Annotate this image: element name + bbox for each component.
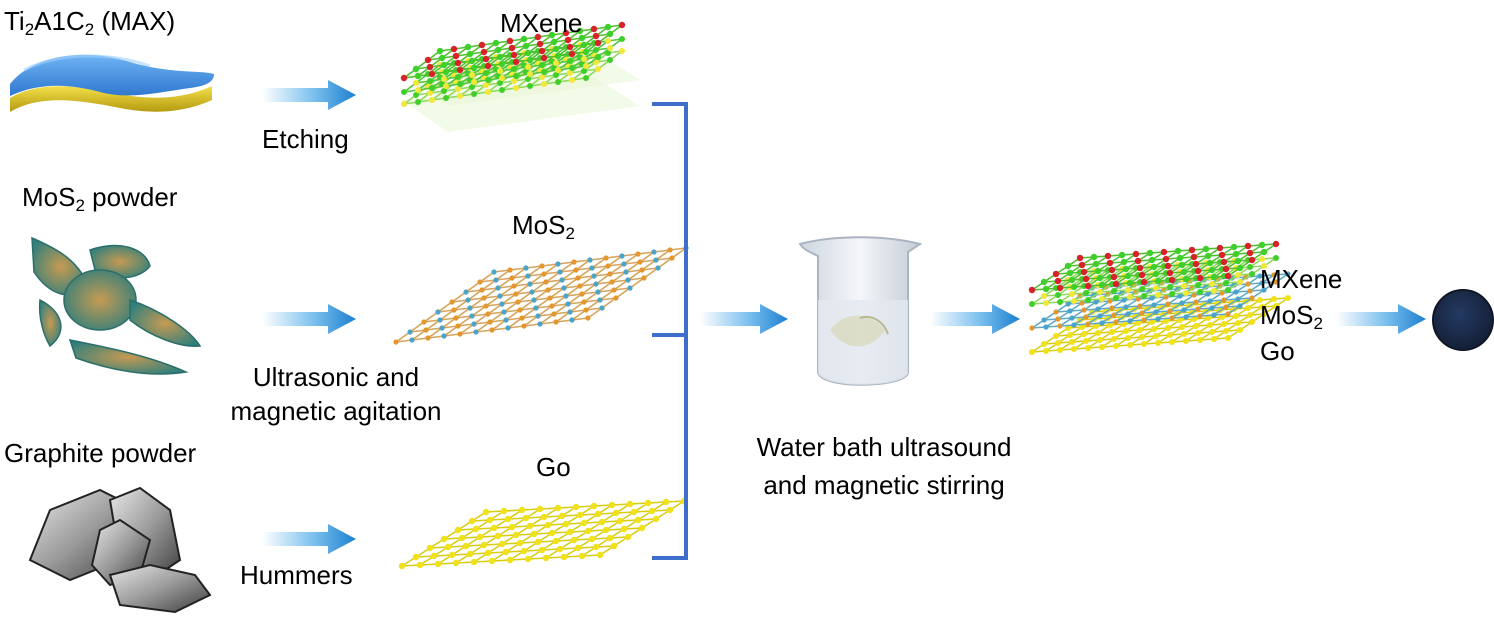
- mxene-atoms: [400, 21, 626, 107]
- composite-legend-mos2: MoS2: [1260, 300, 1323, 333]
- composite-legend-mxene: MXene: [1260, 264, 1343, 294]
- arrow-etching-icon: [262, 80, 356, 110]
- mos2-powder-icon: [31, 236, 202, 375]
- water-bath-label-line2: and magnetic stirring: [763, 470, 1005, 500]
- ultrasonic-label-line1: Ultrasonic and: [252, 362, 420, 392]
- graphite-powder-icon: [28, 486, 212, 614]
- arrow-to-composite-icon: [930, 304, 1020, 334]
- mos2-powder-label: MoS2 powder: [22, 182, 178, 215]
- ultrasonic-label-line2: magnetic agitation: [230, 396, 442, 426]
- beaker-icon: [798, 236, 923, 386]
- hummers-label: Hummers: [240, 560, 353, 590]
- final-product-disc-icon: [1432, 289, 1494, 351]
- mos2-lattice-icon: [393, 245, 689, 345]
- mxene-lattice-icon: [402, 50, 640, 132]
- arrow-ultrasonic-icon: [262, 304, 356, 334]
- combine-bracket: [652, 102, 688, 560]
- go-lattice-icon: [398, 497, 688, 570]
- go-product-label: Go: [536, 452, 571, 482]
- arrow-to-beaker-icon: [700, 304, 788, 334]
- water-bath-label-line1: Water bath ultrasound: [756, 432, 1012, 462]
- composite-lattice-icon: [1028, 240, 1291, 355]
- arrow-to-final-icon: [1336, 304, 1426, 334]
- mos2-product-label: MoS2: [512, 210, 575, 243]
- etching-label: Etching: [262, 124, 349, 154]
- max-phase-label: Ti2A1C2 (MAX): [4, 6, 176, 39]
- composite-legend-go: Go: [1260, 336, 1295, 366]
- max-phase-icon: [10, 54, 214, 112]
- arrow-hummers-icon: [262, 524, 356, 554]
- graphite-powder-label: Graphite powder: [4, 438, 197, 468]
- mxene-product-label: MXene: [500, 8, 583, 38]
